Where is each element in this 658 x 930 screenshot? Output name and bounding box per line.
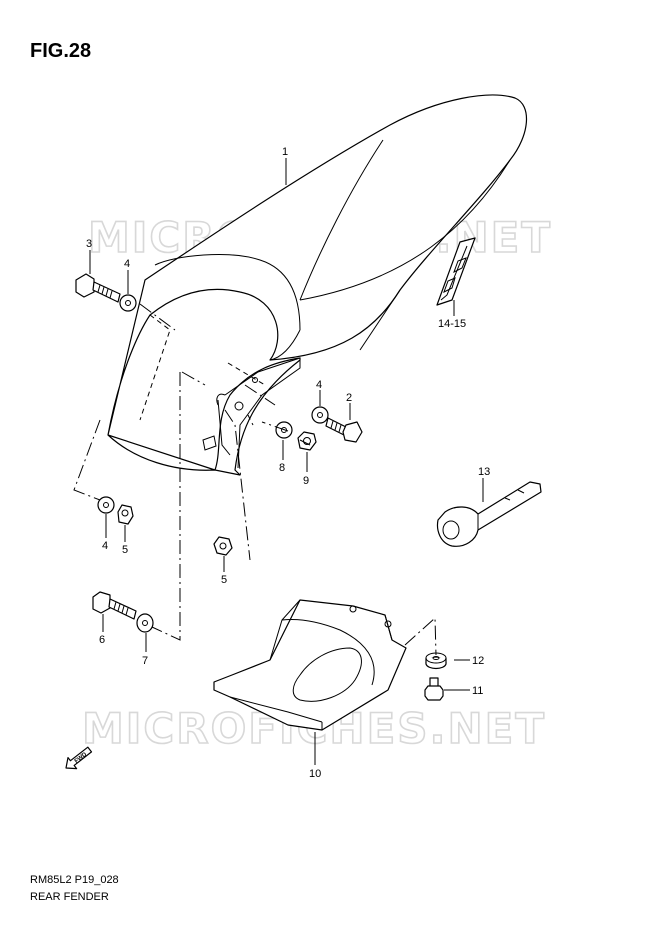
callout-14-15: 14-15 (438, 318, 466, 330)
leader-lines (73, 158, 484, 765)
callout-4-lower: 4 (102, 540, 108, 552)
callout-5-left: 5 (122, 544, 128, 556)
callout-5-center: 5 (221, 574, 227, 586)
callout-12: 12 (472, 655, 484, 667)
callout-9: 9 (303, 475, 309, 487)
bolt-part-3[interactable] (75, 273, 121, 303)
nut-part-9[interactable] (297, 431, 317, 451)
callout-4-upper: 4 (124, 258, 130, 270)
bolt-part-11[interactable] (424, 677, 444, 701)
nut-part-5-center[interactable] (213, 536, 233, 556)
rear-fender-part-1[interactable] (107, 94, 528, 476)
callout-6: 6 (99, 634, 105, 646)
bolt-part-2[interactable] (325, 417, 363, 443)
callout-10: 10 (309, 768, 321, 780)
callout-8: 8 (279, 462, 285, 474)
mud-guard-part-10[interactable] (213, 599, 407, 731)
callout-4-right: 4 (316, 379, 322, 391)
fwd-arrow-icon: FWD (65, 746, 93, 770)
washer-part-4-lower[interactable] (97, 496, 115, 514)
nut-part-5-left[interactable] (117, 504, 134, 525)
tool-part-13[interactable] (436, 481, 542, 547)
washer-part-7[interactable] (136, 613, 154, 633)
washer-part-4-upper[interactable] (119, 294, 137, 312)
callout-3: 3 (86, 238, 92, 250)
washer-part-4-right[interactable] (311, 406, 329, 424)
callout-2: 2 (346, 392, 352, 404)
figure-name: REAR FENDER (30, 891, 109, 903)
callout-11: 11 (472, 685, 483, 697)
callout-7: 7 (142, 655, 148, 667)
figure-code: RM85L2 P19_028 (30, 874, 119, 886)
bolt-part-6[interactable] (92, 591, 137, 620)
decal-part-14-15[interactable] (436, 237, 476, 306)
callout-13: 13 (478, 466, 490, 478)
figure-title: FIG.28 (30, 40, 92, 62)
callout-1: 1 (282, 146, 288, 158)
nut-part-12[interactable] (425, 652, 447, 670)
